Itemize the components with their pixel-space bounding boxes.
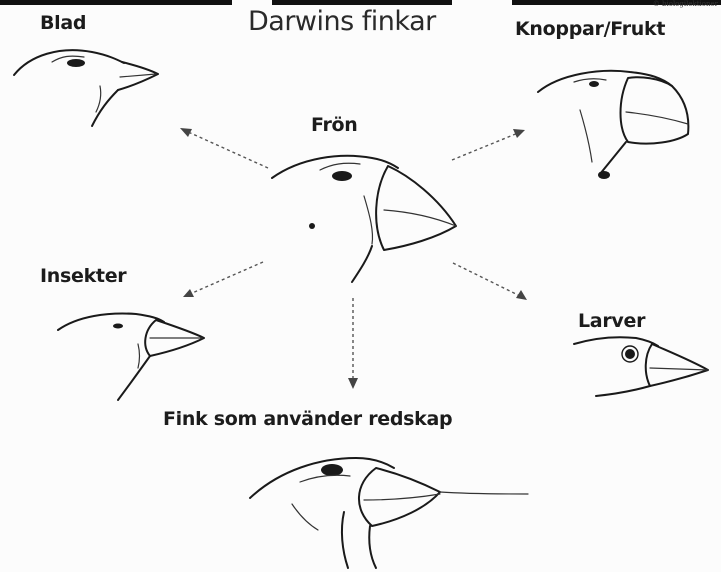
finch-head-insekter (58, 314, 204, 400)
arrow-to-knoppar (452, 129, 525, 160)
arrow-to-redskap (348, 298, 358, 389)
arrow-to-larver (453, 263, 527, 300)
finch-head-knoppar (538, 71, 688, 179)
arrow-to-insekter (183, 262, 263, 297)
finch-head-larver (574, 337, 708, 396)
finch-head-fron (272, 156, 456, 282)
finch-head-blad (14, 50, 158, 126)
finch-head-redskap (250, 458, 528, 568)
arrow-to-blad (180, 128, 268, 168)
